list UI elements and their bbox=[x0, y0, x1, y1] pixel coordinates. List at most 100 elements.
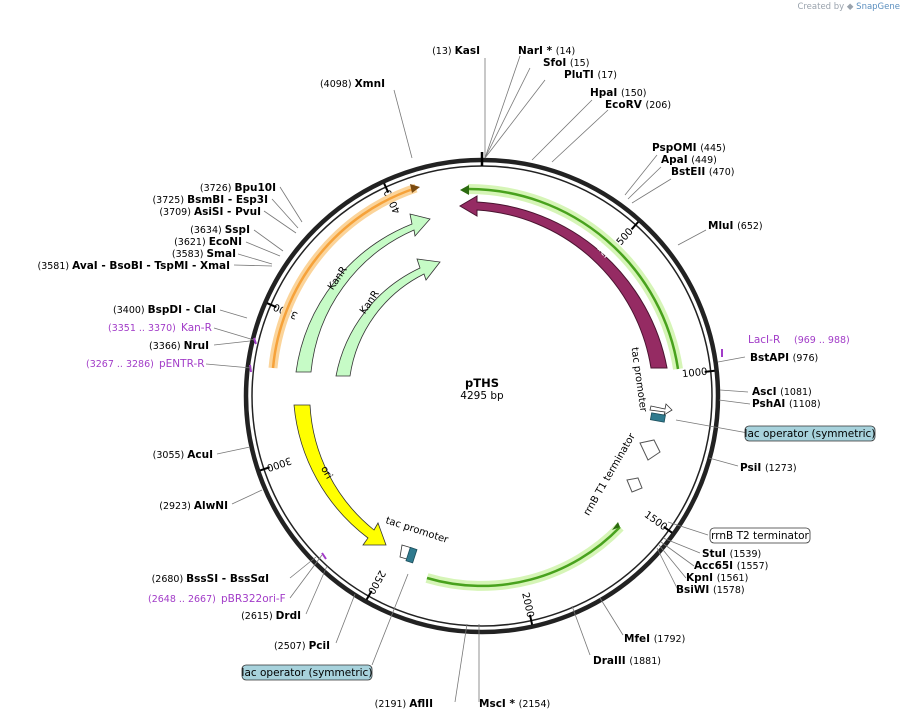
tick-mark bbox=[259, 466, 270, 472]
site-name: StuI bbox=[702, 548, 730, 560]
restriction-site: MscI * (2154) bbox=[479, 698, 550, 710]
tick-mark bbox=[266, 302, 277, 309]
green-band-bottom-arrowhead bbox=[612, 522, 620, 530]
tick-mark bbox=[630, 221, 640, 230]
site-name: Acc65I bbox=[694, 560, 737, 572]
site-position: (15) bbox=[570, 58, 590, 69]
site-position: (445) bbox=[700, 143, 726, 154]
site-position: (2507) bbox=[274, 641, 309, 652]
primer-range: (2648 .. 2667) bbox=[148, 594, 216, 605]
tick-mark bbox=[383, 183, 390, 193]
tick-label: 1500 bbox=[642, 509, 669, 533]
site-position: (17) bbox=[598, 70, 618, 81]
site-position: (3581) bbox=[38, 261, 73, 272]
site-name: BsiWI bbox=[676, 584, 713, 596]
site-name: NruI bbox=[184, 340, 209, 352]
tick-label: 1000 bbox=[682, 367, 708, 381]
site-position: (3621) bbox=[174, 237, 209, 248]
restriction-site: EcoRV (206) bbox=[605, 99, 671, 111]
site-name: DrdI bbox=[276, 610, 301, 622]
site-name: KasI bbox=[455, 45, 480, 57]
restriction-site: (3400) BspDI - ClaI bbox=[113, 304, 216, 316]
lac-operator-right bbox=[649, 412, 666, 423]
site-name: SfoI bbox=[543, 57, 570, 69]
green-band-bottom bbox=[426, 526, 621, 588]
site-position: (1081) bbox=[780, 387, 812, 398]
orange-band bbox=[271, 186, 417, 369]
restriction-site: Acc65I (1557) bbox=[694, 560, 768, 572]
site-name: DraIII bbox=[593, 655, 629, 667]
restriction-site: KpnI (1561) bbox=[686, 572, 748, 584]
restriction-site: PshAI (1108) bbox=[752, 398, 821, 410]
site-position: (2923) bbox=[159, 501, 194, 512]
site-name: PciI bbox=[309, 640, 330, 652]
restriction-site: MfeI (1792) bbox=[624, 633, 685, 645]
lac-operator-callout-bottom: lac operator (symmetric) bbox=[242, 667, 373, 679]
site-name: MscI * bbox=[479, 698, 519, 710]
primer-label: Kan-R bbox=[181, 322, 212, 334]
site-position: (1557) bbox=[737, 561, 769, 572]
site-position: (1881) bbox=[629, 656, 661, 667]
restriction-site: (2507) PciI bbox=[274, 640, 330, 652]
site-name: KpnI bbox=[686, 572, 717, 584]
site-position: (3055) bbox=[153, 450, 188, 461]
site-position: (2615) bbox=[241, 611, 276, 622]
site-position: (3583) bbox=[172, 249, 207, 260]
restriction-site: (3726) Bpu10I bbox=[200, 182, 276, 194]
site-position: (3634) bbox=[190, 225, 225, 236]
green-band bbox=[467, 187, 680, 370]
site-name: PspOMI bbox=[652, 142, 700, 154]
site-name: PshAI bbox=[752, 398, 789, 410]
restriction-site: (2191) AflII bbox=[375, 698, 433, 710]
site-position: (1539) bbox=[730, 549, 762, 560]
site-name: EcoNI bbox=[209, 236, 242, 248]
rrnb-t1-label: rrnB T1 terminator bbox=[582, 431, 638, 518]
rrnb-t2-callout: rrnB T2 terminator bbox=[711, 530, 809, 542]
restriction-site: StuI (1539) bbox=[702, 548, 761, 560]
site-name: BssSI - BssSαI bbox=[186, 573, 269, 585]
tick-mark bbox=[365, 590, 373, 601]
site-name: PsiI bbox=[740, 462, 765, 474]
site-position: (449) bbox=[691, 155, 717, 166]
lac-operator-callout-bottom-box bbox=[241, 664, 373, 681]
restriction-site: (4098) XmnI bbox=[320, 78, 385, 90]
kanr-feature-outer bbox=[295, 213, 431, 373]
lac-operator-bottom bbox=[405, 546, 418, 564]
site-name: SmaI bbox=[207, 248, 237, 260]
ori-feature bbox=[293, 404, 387, 546]
site-name: AlwNI bbox=[194, 500, 228, 512]
kan-r-primer-mark bbox=[253, 337, 257, 345]
restriction-site: NarI * (14) bbox=[518, 45, 575, 57]
restriction-site: (3055) AcuI bbox=[153, 449, 213, 461]
site-name: EcoRV bbox=[605, 99, 645, 111]
site-name: AscI bbox=[752, 386, 780, 398]
connector-lines bbox=[205, 55, 751, 703]
tick-mark bbox=[528, 614, 534, 625]
tick-mark bbox=[663, 525, 673, 534]
site-name: SspI bbox=[225, 224, 250, 236]
snapgene-watermark: Created by ◆ SnapGene bbox=[797, 2, 900, 12]
rrnb-t1-terminator-shape-2 bbox=[626, 477, 643, 493]
site-position: (3726) bbox=[200, 183, 235, 194]
laci-feature bbox=[459, 195, 668, 369]
site-position: (652) bbox=[737, 221, 763, 232]
primer-range: (3351 .. 3370) bbox=[108, 323, 176, 334]
site-position: (1561) bbox=[717, 573, 749, 584]
restriction-site: (2680) BssSI - BssSαI bbox=[152, 573, 269, 585]
restriction-site: (3366) NruI bbox=[149, 340, 209, 352]
rrnb-t1-terminator-shape bbox=[639, 439, 661, 461]
restriction-site: PluTI (17) bbox=[564, 69, 617, 81]
site-position: (1578) bbox=[713, 585, 745, 596]
site-position: (2680) bbox=[152, 574, 187, 585]
site-name: Bpu10I bbox=[234, 182, 276, 194]
site-name: XmnI bbox=[355, 78, 385, 90]
restriction-site: PsiI (1273) bbox=[740, 462, 797, 474]
tick-mark bbox=[704, 369, 715, 373]
site-position: (1108) bbox=[789, 399, 821, 410]
lac-operator-callout-right-box bbox=[744, 425, 876, 442]
site-position: (2154) bbox=[519, 699, 551, 710]
tac-promoter-right-arrow bbox=[649, 403, 673, 416]
primer-range: (3267 .. 3286) bbox=[86, 359, 154, 370]
